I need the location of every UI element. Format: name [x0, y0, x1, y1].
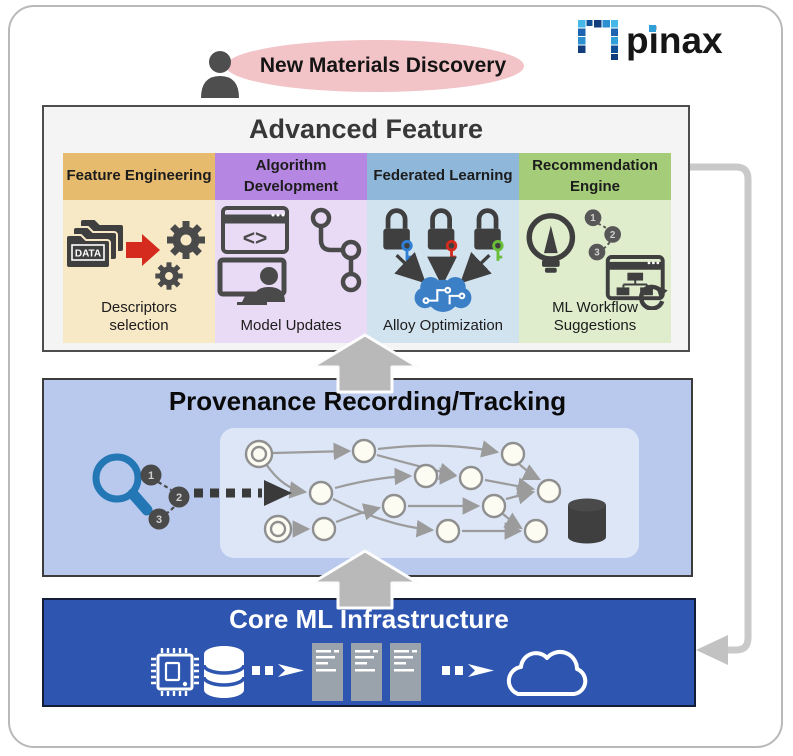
advanced-feature-title: Advanced Feature [248, 114, 484, 144]
svg-text:<>: <> [243, 227, 268, 250]
refresh-icon [639, 284, 668, 310]
column-header: Federated Learning [367, 153, 519, 200]
query-steps-icon: 1 2 3 [140, 464, 190, 530]
column-body: <> [215, 200, 367, 343]
server-rack-icon [312, 643, 421, 701]
provenance-box: Provenance Recording/Tracking 1 2 3 [42, 378, 693, 577]
column-caption: Model Updates [240, 317, 342, 335]
column-caption: Descriptors selection [101, 298, 177, 335]
code-window-icon: <> [221, 206, 289, 254]
svg-text:1: 1 [590, 213, 596, 224]
converging-arrows [394, 251, 492, 287]
banner-ellipse: New Materials Discovery [226, 40, 524, 92]
advanced-feature-box: Advanced Feature Feature Engineering [42, 105, 690, 352]
data-folders-icon: DATA [65, 218, 125, 269]
lightbulb-steps-workflow-icon: 1 2 3 [526, 209, 668, 310]
dashed-arrow-icon [442, 664, 494, 677]
pinax-logo-icon [578, 20, 618, 60]
svg-text:2: 2 [176, 492, 182, 504]
dag-nodes [308, 438, 562, 544]
svg-text:3: 3 [156, 514, 162, 526]
padlocks-keys-to-brain-icon [383, 208, 504, 312]
workflow-window-icon [605, 255, 665, 301]
column-feature-engineering: Feature Engineering DATA [63, 153, 215, 343]
column-federated-learning: Federated Learning [367, 153, 519, 343]
column-caption: Alloy Optimization [382, 317, 504, 335]
column-algorithm-development: Algorithm Development <> [215, 153, 367, 343]
chip-icon [151, 648, 199, 696]
column-header: Algorithm Development [215, 153, 367, 200]
lightbulb-icon [526, 213, 576, 273]
core-infrastructure-box: Core ML Infrastructure [42, 598, 696, 707]
cloud-icon [506, 649, 588, 696]
column-caption: ML Workflow Suggestions [552, 298, 638, 335]
up-arrow-icon [310, 549, 420, 610]
key-green [492, 240, 504, 261]
i-dot-accent [649, 24, 656, 32]
svg-text:1: 1 [148, 470, 154, 482]
core-pipeline-art [151, 643, 588, 701]
magnifier-icon [92, 453, 153, 516]
dag-edges [265, 440, 541, 540]
advanced-feature-grid: Feature Engineering DATA [63, 153, 671, 343]
column-body: 1 2 3 [519, 200, 671, 343]
dashed-arrow-icon [194, 480, 292, 506]
svg-text:3: 3 [594, 248, 600, 259]
column-header: Recommendation Engine [519, 153, 671, 200]
banner-label: New Materials Discovery [259, 54, 507, 77]
feedback-connector-icon [690, 163, 752, 665]
brain-circuit-icon [414, 276, 472, 312]
dashed-arrow-icon [252, 664, 304, 677]
column-recommendation-engine: Recommendation Engine [519, 153, 671, 343]
column-body: Alloy Optimization [367, 200, 519, 343]
numbered-steps-icon: 1 2 3 [584, 209, 622, 261]
gears-icon [155, 221, 205, 290]
git-branch-icon [310, 207, 362, 293]
code-monitor-git-branch-icon: <> [217, 206, 362, 305]
dag-start-nodes [244, 439, 293, 544]
data-folders-to-gears-icon: DATA [65, 218, 205, 290]
up-arrow-icon [310, 333, 420, 394]
padlocks-icon [383, 208, 504, 261]
user-icon [201, 51, 239, 98]
provenance-dag [244, 438, 606, 544]
brand-name: pinax [626, 19, 723, 61]
svg-text:DATA: DATA [75, 249, 101, 260]
column-header: Feature Engineering [63, 153, 215, 200]
column-body: DATA [63, 200, 215, 343]
monitor-user-icon [217, 257, 287, 305]
provenance-query-art: 1 2 3 [92, 453, 292, 530]
red-arrow-icon [126, 234, 160, 266]
svg-text:2: 2 [610, 230, 616, 241]
database-cylinder-icon [202, 646, 246, 698]
database-icon [568, 498, 606, 544]
pinax-logo: pinax [578, 20, 723, 60]
